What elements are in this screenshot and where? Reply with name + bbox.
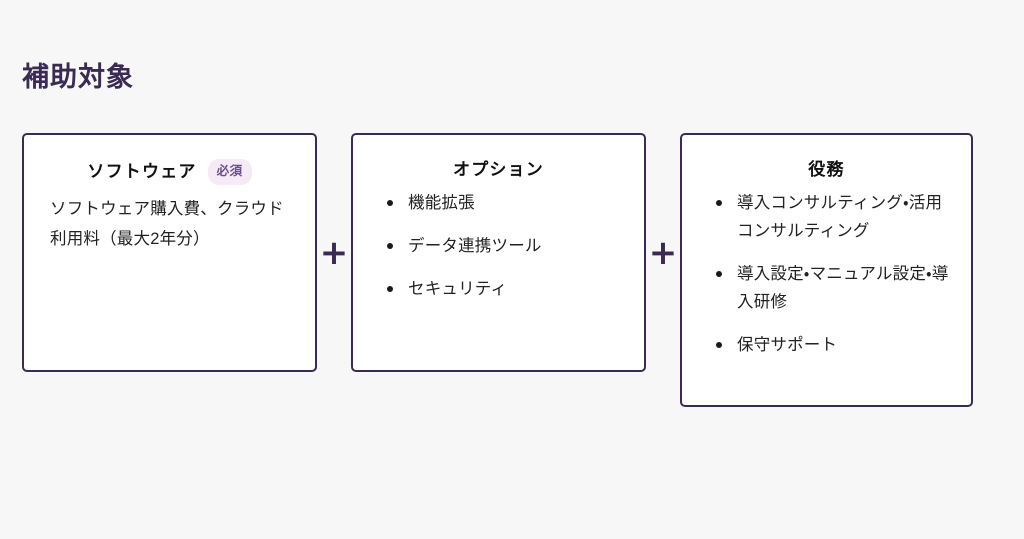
list-item: 機能拡張 xyxy=(385,189,622,217)
list-item: 導入コンサルティング・活用コンサルティング xyxy=(714,189,949,245)
card-title: ソフトウェア xyxy=(87,161,197,181)
card-software: ソフトウェア 必須 ソフトウェア購入費、クラウド利用料（最大2年分） xyxy=(22,133,317,372)
card-header: 役務 xyxy=(682,159,971,181)
card-body-text: ソフトウェア購入費、クラウド利用料（最大2年分） xyxy=(50,199,284,249)
list-item: セキュリティ xyxy=(385,275,622,303)
card-header: ソフトウェア 必須 xyxy=(24,159,315,185)
list-item: 保守サポート xyxy=(714,331,949,359)
page-title: 補助対象 xyxy=(22,62,134,93)
card-title: 役務 xyxy=(808,160,845,179)
plus-icon: + xyxy=(648,233,678,273)
card-bullet-list: 機能拡張 データ連携ツール セキュリティ xyxy=(353,189,644,303)
card-title: オプション xyxy=(453,160,544,179)
card-header: オプション xyxy=(353,159,644,181)
list-item: データ連携ツール xyxy=(385,232,622,260)
list-item: 導入設定・マニュアル設定・導入研修 xyxy=(714,260,949,316)
status-badge-required: 必須 xyxy=(207,159,252,185)
card-services: 役務 導入コンサルティング・活用コンサルティング 導入設定・マニュアル設定・導入… xyxy=(680,133,973,407)
card-bullet-list: 導入コンサルティング・活用コンサルティング 導入設定・マニュアル設定・導入研修 … xyxy=(682,189,971,359)
card-option: オプション 機能拡張 データ連携ツール セキュリティ xyxy=(351,133,646,372)
plus-icon: + xyxy=(319,233,349,273)
